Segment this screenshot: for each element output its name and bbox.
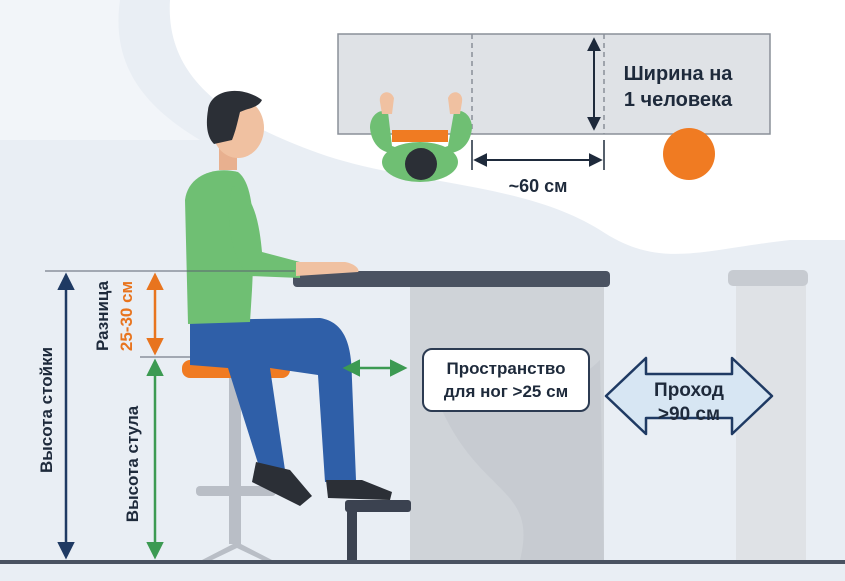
passage-arrow <box>604 356 774 436</box>
background-blob-light <box>0 0 200 140</box>
person-topview-icon <box>370 92 472 182</box>
stool-height-label: Высота стула <box>123 405 142 522</box>
floor-line <box>0 560 845 564</box>
difference-value-label: 25-30 см <box>117 281 136 351</box>
person-seated-icon <box>185 90 392 506</box>
counter-footrest <box>345 500 411 560</box>
difference-title-label: Разница <box>93 280 112 351</box>
legroom-line2-label: для ног >25 см <box>443 382 569 401</box>
adjacent-counter <box>728 270 808 560</box>
counter-height-label: Высота стойки <box>37 347 56 473</box>
passage-line1-label: Проход <box>654 380 724 401</box>
orange-stool-topview-icon <box>663 128 715 180</box>
top-view-panel <box>337 33 771 182</box>
legroom-line1-label: Пространство <box>446 359 566 378</box>
width-line1-label: Ширина на <box>624 63 734 85</box>
width-line2-label: 1 человека <box>624 89 733 111</box>
legroom-callout: Пространство для ног >25 см <box>422 348 590 412</box>
counter-top <box>293 271 610 287</box>
width-value-label: ~60 см <box>509 176 568 196</box>
passage-line2-label: >90 см <box>658 404 720 425</box>
